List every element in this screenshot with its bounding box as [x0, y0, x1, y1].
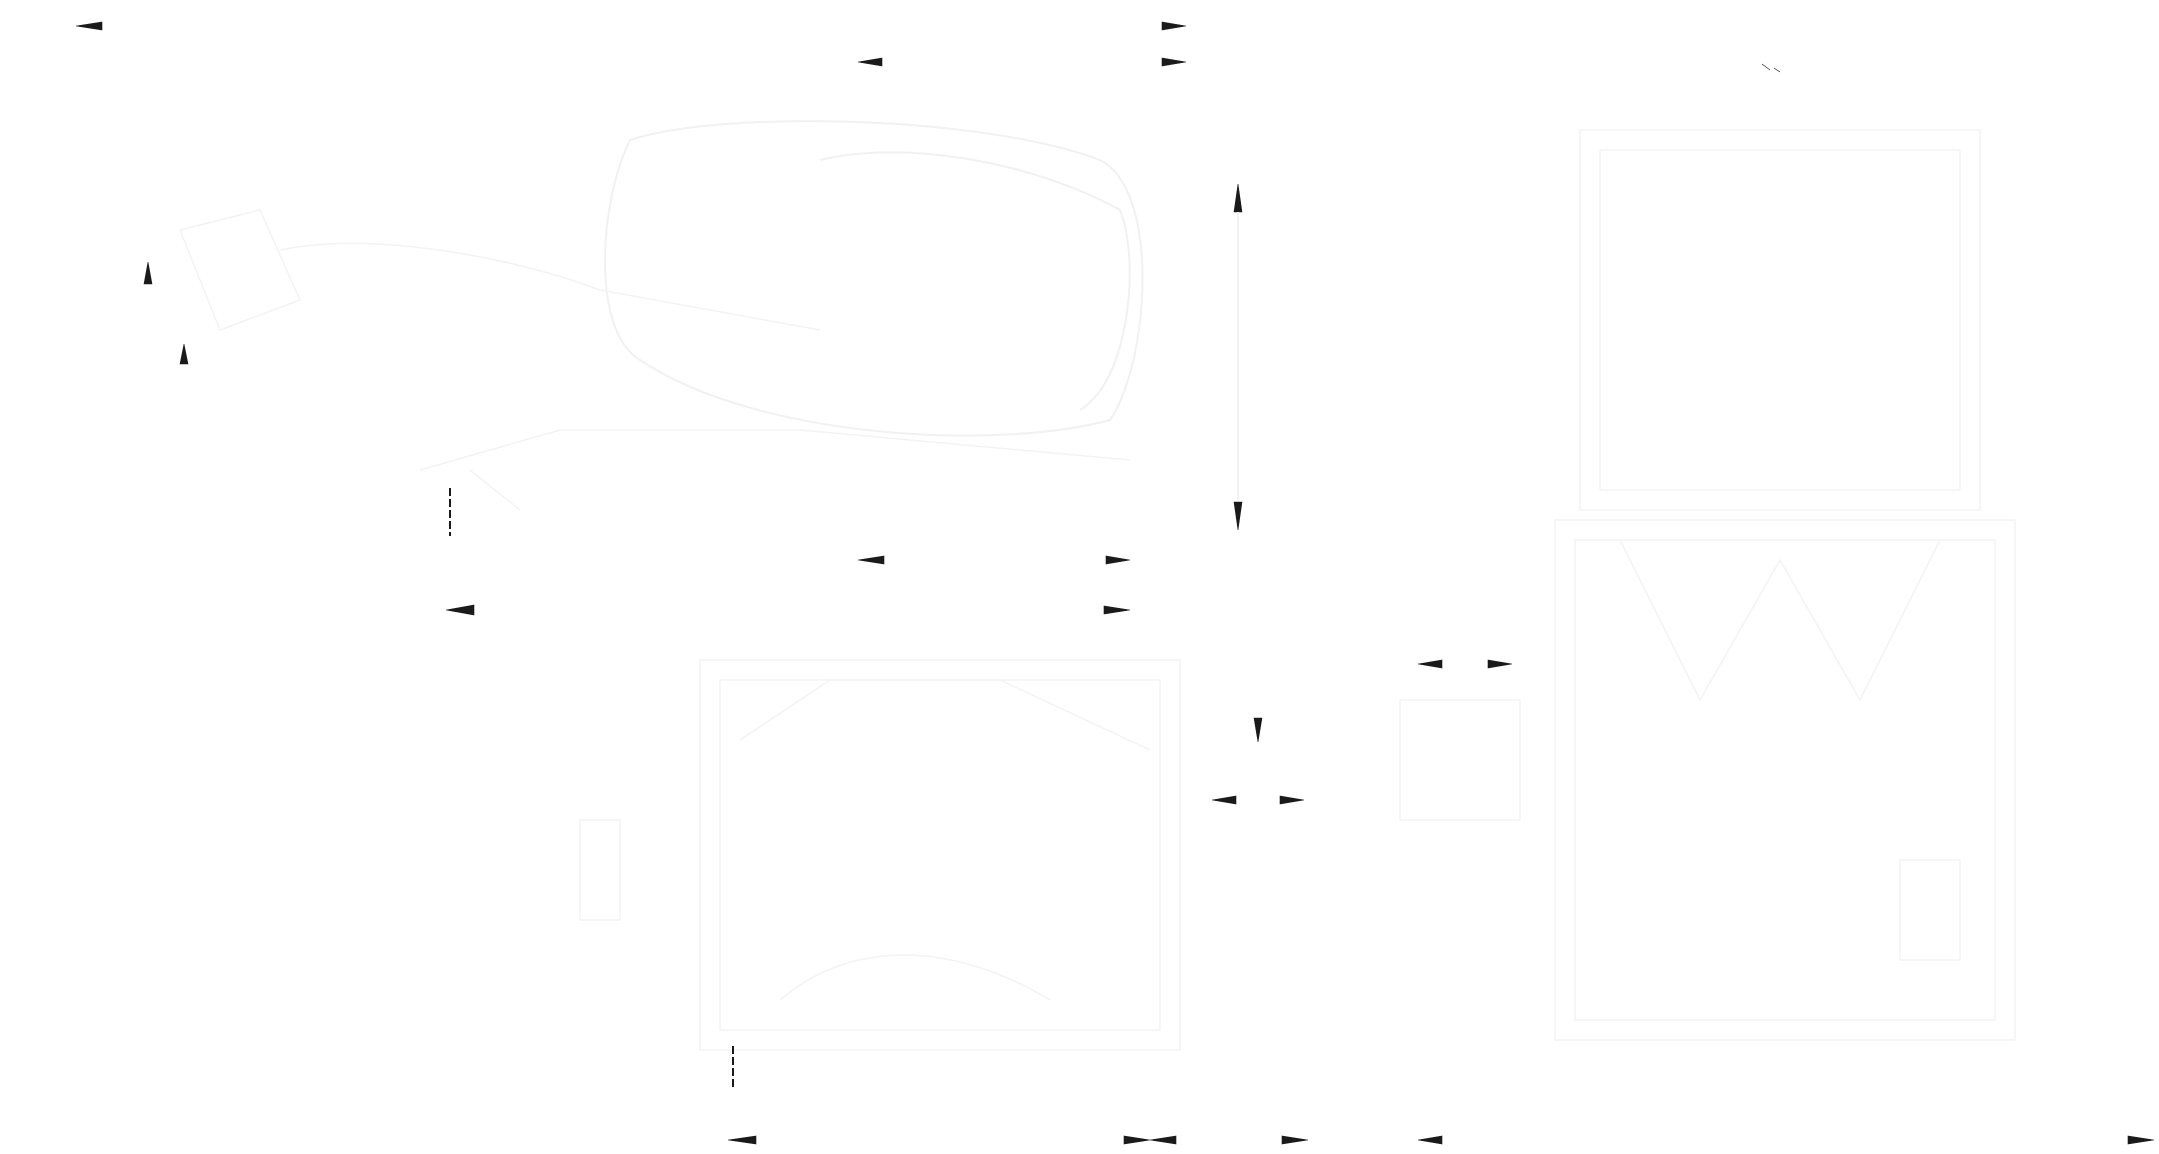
- arrow-top-center-right: [1161, 21, 1187, 31]
- arrow-vertical-top: [1233, 183, 1243, 213]
- arrow-inner-down: [1253, 717, 1263, 743]
- arrow-far-right: [2127, 1135, 2155, 1145]
- arrow-lower-right: [1103, 605, 1131, 615]
- ghost-geometry: [178, 120, 2016, 1051]
- arrow-inner-left: [1211, 795, 1237, 805]
- arrow-row2-right: [1161, 57, 1187, 67]
- mark-top-right: [1761, 63, 1781, 73]
- arrow-inner-right: [1279, 795, 1305, 805]
- arrow-top-left: [75, 21, 103, 31]
- arrow-bottom-mid-right: [1123, 1135, 1151, 1145]
- arrow-vertical-bottom: [1233, 501, 1243, 531]
- arrow-barrel-bottom: [179, 343, 189, 365]
- arrow-bottom-right-a: [1281, 1135, 1309, 1145]
- upper-box-ghost: [1579, 129, 1981, 511]
- arrow-bottom-left: [727, 1135, 757, 1145]
- pistol-ghost-figure: [178, 120, 1144, 511]
- lower-box-ghost: [579, 659, 1521, 1051]
- arrow-lower-left: [445, 604, 475, 616]
- arrow-small-box-right: [1487, 659, 1513, 669]
- dimension-markers: [75, 21, 2155, 1145]
- arrow-small-box-left: [1417, 659, 1443, 669]
- right-tall-box-ghost: [1554, 519, 2016, 1041]
- arrow-bottom-right-b: [1417, 1135, 1443, 1145]
- arrow-mid-left: [857, 555, 885, 565]
- arrow-mid-right: [1105, 555, 1131, 565]
- arrow-bottom-mid-left: [1149, 1135, 1177, 1145]
- arrow-barrel-top: [143, 261, 153, 285]
- arrow-row2-left: [857, 57, 883, 67]
